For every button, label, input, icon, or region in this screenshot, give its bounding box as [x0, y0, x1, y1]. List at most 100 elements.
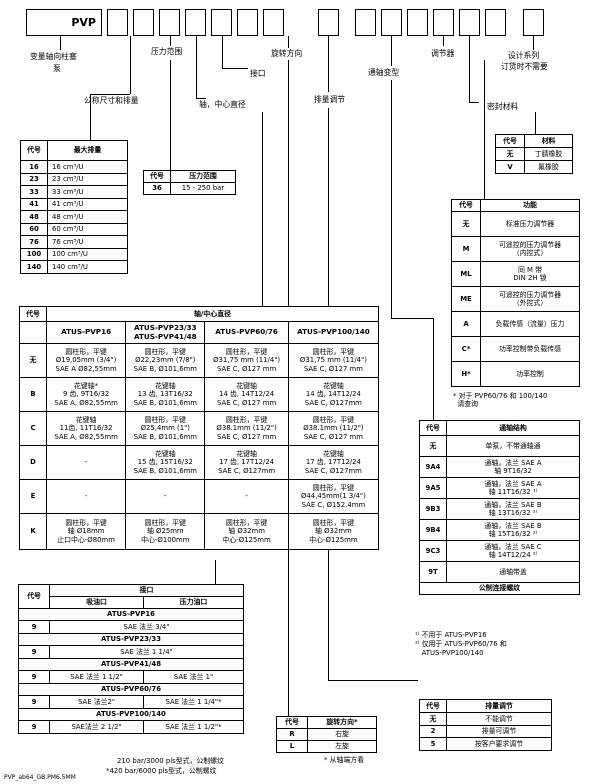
line-through-h: [391, 318, 433, 319]
size-th-disp: 最大排量: [47, 140, 128, 161]
shaft-cell: 圆柱形，平键 Ø31,75 mm (11/4") SAE C, Ø127 mm: [204, 343, 289, 378]
func-row: H*功率控制: [451, 361, 580, 387]
line-port-h: [222, 68, 248, 69]
through-text: 通轴，法兰 SAE B 轴 13T16/32 ²⁾: [446, 498, 580, 520]
shaft-cell: -: [45, 479, 127, 514]
size-text: 140 cm³/U: [47, 260, 128, 274]
func-code: C*: [451, 336, 481, 362]
port-model-row: ATUS-PVP16: [18, 608, 244, 621]
port-th-title: 接口: [49, 584, 244, 597]
through-text: 通轴，法兰 SAE A 轴 9T16/32: [446, 456, 580, 478]
shaft-cell: 圆柱形，平键 Ø44,45mm(1 3/4") SAE C, Ø152.4mm: [287, 479, 380, 514]
pressure-value: 15 - 250 bar: [170, 182, 236, 195]
port-note-1: *420 bar/6000 pls型式，公制螺纹: [106, 767, 217, 775]
label-seal: 密封材料: [487, 102, 519, 111]
shaft-model-2: ATUS-PVP60/76: [204, 321, 289, 344]
shaft-cell: 花键轴 11齿, 11T16/32 SAE A, Ø82,55mm: [45, 411, 127, 446]
footer-code: PVP_ab64_GB.PM6.5MM: [4, 774, 76, 781]
shaft-code: B: [19, 377, 47, 412]
shaft-cell: 圆柱形，平键 轴 Ø25mm 中心-Ø100mm: [125, 513, 206, 550]
size-code: 60: [20, 222, 48, 236]
port-code: 9: [18, 720, 50, 734]
port-code: 9: [18, 645, 50, 659]
size-text: 33 cm³/U: [47, 185, 128, 199]
through-text: 通轴，法兰 SAE B 轴 15T16/32 ²⁾: [446, 519, 580, 541]
size-text: 60 cm³/U: [47, 222, 128, 236]
shaft-cell: 圆柱形，平键 Ø22,23mm (7/8") SAE B, Ø101,6mm: [125, 343, 206, 378]
func-code: H*: [451, 361, 481, 387]
shaft-code: D: [19, 445, 47, 480]
line-port: [222, 36, 223, 68]
shaft-th-title: 轴/中心直径: [46, 306, 379, 322]
seal-th-code: 代号: [495, 134, 525, 148]
through-code: 9C3: [419, 540, 447, 562]
size-text: 76 cm³/U: [47, 235, 128, 249]
size-text: 16 cm³/U: [47, 160, 128, 174]
line-controller: [443, 36, 444, 46]
code-box-seal: [459, 9, 480, 36]
func-code: A: [451, 311, 481, 337]
port-suction: SAE法兰 2 1/2": [48, 720, 145, 734]
disp-code: 无: [419, 712, 447, 726]
port-th-suction: 吸油口: [48, 596, 145, 609]
line-rotation: [288, 36, 289, 48]
port-suction: SAE 法兰 1 1/4": [49, 645, 244, 659]
pressure-th-range: 压力范围: [170, 170, 236, 183]
func-text: 功率控制带负载传感: [480, 336, 580, 362]
disp-th-title: 排量调节: [446, 699, 552, 713]
line-controller-d: [484, 60, 485, 200]
shaft-cell: 花键轴 14 齿, 14T12/24 SAE C, Ø127mm: [287, 377, 380, 412]
label-controller: 调节器: [431, 49, 455, 58]
seal-th-material: 材料: [524, 134, 573, 148]
shaft-th-code: 代号: [19, 306, 47, 322]
seal-mat-1: 氟橡胶: [524, 160, 573, 174]
label-pressure-range: 压力范围: [151, 47, 183, 56]
through-th-code: 代号: [419, 420, 447, 436]
seal-code-1: V: [495, 160, 525, 174]
port-suction: SAE 法兰 1 1/2": [48, 670, 145, 684]
size-text: 48 cm³/U: [47, 210, 128, 224]
label-through-drive: 通轴变型: [368, 68, 400, 77]
through-text: 通轴带盖: [446, 561, 580, 583]
shaft-cell: 花键轴 17 齿, 17T12/24 SAE C, Ø127mm: [204, 445, 289, 480]
func-code: M: [451, 236, 481, 262]
through-text: 单泵，不带通轴通: [446, 435, 580, 457]
shaft-cell: 花键轴 13 齿, 13T16/32 SAE B, Ø101,6mm: [125, 377, 206, 412]
rotation-dir-1: 左旋: [307, 740, 377, 753]
shaft-cell: 圆柱形，平键 Ø19,05mm (3/4") SAE A Ø82,55mm: [45, 343, 127, 378]
shaft-code: C: [19, 411, 47, 446]
label-size: 公称尺寸和排量: [84, 96, 139, 105]
label-port: 接口: [250, 69, 266, 78]
port-model-row: ATUS-PVP23/33: [18, 633, 244, 646]
shaft-cell: 圆柱形，平键 轴 Ø32mm 中心-Ø125mm: [287, 513, 380, 550]
port-code: 9: [18, 695, 50, 709]
line-size-d: [90, 94, 91, 140]
label-design-2: 订货时不需要: [501, 62, 548, 71]
line-size: [130, 36, 131, 94]
disp-text: 排量可调节: [446, 724, 552, 738]
pressure-th-code: 代号: [143, 170, 171, 183]
code-box-shaft: [185, 9, 206, 36]
shaft-row: E---圆柱形，平键 Ø44,45mm(1 3/4") SAE C, Ø152.…: [19, 479, 380, 514]
code-box-rotation: [237, 9, 258, 36]
port-model-row: ATUS-PVP100/140: [18, 708, 244, 721]
func-th-code: 代号: [451, 199, 481, 212]
shaft-cell: -: [204, 479, 289, 514]
through-text: 通轴，法兰 SAE C 轴 14T12/24 ²⁾: [446, 540, 580, 562]
